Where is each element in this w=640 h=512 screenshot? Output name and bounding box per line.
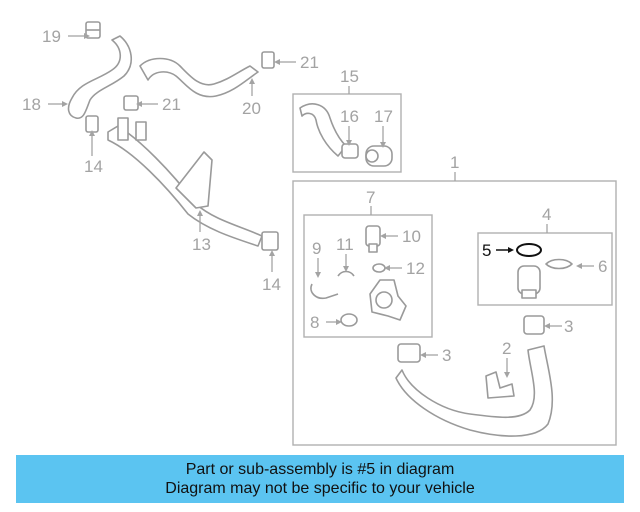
group-4-box	[477, 232, 613, 306]
pipe-13[interactable]	[107, 125, 263, 247]
callout-18: 18	[22, 95, 41, 114]
group-15-box	[292, 93, 402, 173]
clamp-19[interactable]	[85, 21, 101, 39]
callout-17: 17	[374, 107, 393, 126]
hose-20[interactable]	[139, 57, 259, 98]
clamp-14-upper[interactable]	[85, 115, 99, 133]
clamp-21-upper[interactable]	[261, 51, 275, 69]
group-7-box	[303, 214, 433, 338]
callout-20: 20	[242, 99, 261, 118]
callout-4: 4	[542, 205, 551, 224]
clip-11[interactable]	[337, 270, 355, 277]
callout-21-upper: 21	[300, 53, 319, 72]
callout-14-lower: 14	[262, 275, 281, 294]
hose-lower[interactable]	[395, 345, 554, 437]
callout-6: 6	[598, 257, 607, 276]
info-banner: Part or sub-assembly is #5 in diagram Di…	[16, 455, 624, 503]
connector-17[interactable]	[365, 145, 393, 167]
callout-3-left: 3	[442, 346, 451, 365]
group-1-box	[292, 180, 617, 446]
callout-21-lower: 21	[162, 95, 181, 114]
parts-diagram: 19 18 14 21 21 20 13 14 15 16 17 1 7 10 …	[22, 21, 617, 446]
clamp-3-left[interactable]	[397, 343, 421, 363]
callout-9: 9	[312, 239, 321, 258]
callout-11: 11	[336, 235, 354, 254]
valve-4[interactable]	[517, 265, 541, 299]
housing-7[interactable]	[369, 279, 407, 321]
callout-13: 13	[192, 235, 211, 254]
clamp-21-lower[interactable]	[123, 95, 139, 111]
clamp-3-right[interactable]	[523, 315, 545, 335]
banner-line-2: Diagram may not be specific to your vehi…	[165, 480, 475, 497]
callout-8: 8	[310, 313, 319, 332]
o-ring-12[interactable]	[372, 263, 386, 273]
callout-16: 16	[340, 107, 359, 126]
callout-15: 15	[340, 67, 359, 86]
callout-3-right: 3	[564, 317, 573, 336]
gasket-5[interactable]	[516, 243, 542, 257]
hose-15[interactable]	[299, 103, 347, 157]
hose-18[interactable]	[67, 35, 132, 120]
hose-9[interactable]	[310, 283, 339, 300]
banner-line-1: Part or sub-assembly is #5 in diagram	[185, 461, 455, 478]
callout-2: 2	[502, 339, 511, 358]
o-ring-8[interactable]	[340, 313, 358, 327]
bracket-2[interactable]	[485, 371, 515, 399]
callout-12: 12	[406, 259, 425, 278]
callout-5: 5	[482, 241, 491, 260]
clamp-14-lower[interactable]	[261, 231, 279, 251]
callout-19: 19	[42, 27, 61, 46]
callout-14-upper: 14	[84, 157, 103, 176]
callout-1: 1	[450, 153, 459, 172]
sensor-10[interactable]	[365, 225, 381, 253]
callout-10: 10	[402, 227, 421, 246]
clip-6[interactable]	[545, 258, 573, 270]
clamp-16[interactable]	[341, 143, 359, 159]
callout-7: 7	[366, 188, 375, 207]
